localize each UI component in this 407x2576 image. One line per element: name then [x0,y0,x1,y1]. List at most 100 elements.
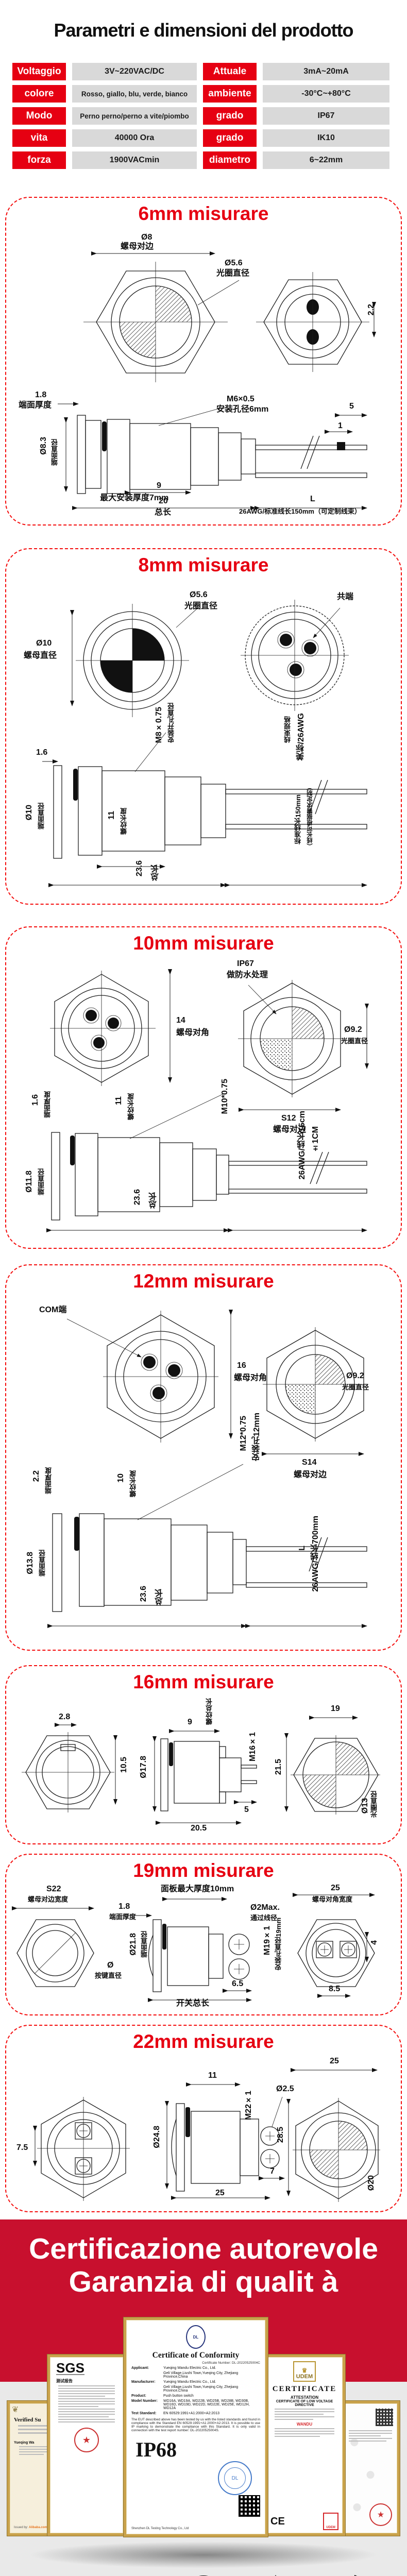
dim-label: 端面直径 [39,1550,46,1577]
dim-label: 总长 [155,508,172,517]
dim-label: 1.6 [31,1094,40,1106]
dim-label: Ø11.8 [25,1171,33,1193]
dim-label: Ø24.8 [152,2126,161,2148]
dim-label: 螺纹长度 [120,808,128,835]
dim-label: Ø17.8 [139,1756,148,1778]
dim-label: 28.5 [276,2127,285,2143]
param-label: ambiente [203,85,257,103]
dim-label: Ø9.2 [344,1025,362,1034]
param-value: Rosso, giallo, blu, verde, bianco [72,85,197,103]
dim-label: Ø8.3 [39,437,48,455]
dim-label: 26AWG/线长15cm [298,1111,307,1180]
dim-label: 螺母对角 [176,1028,210,1037]
dim-label: 光圈直径 [184,602,218,611]
dim-label: 26AWG/标准线长150mm（可定制线束） [239,507,361,515]
dim-label: ±1CM [311,1126,320,1153]
param-value: 40000 Ora [72,129,197,147]
dim-label: Ø [107,1961,114,1970]
param-value: IK10 [263,129,389,147]
dim-label: 11 [114,1096,123,1105]
dim-label: M12*0.75 [239,1416,248,1451]
param-label: grado [203,107,257,125]
dim-label: 开关总长 [176,1999,210,2008]
dim-label: 1.6 [36,748,48,757]
param-value: -30°C~+80°C [263,85,389,103]
section-16mm: 16mm misurare 2.8 [5,1665,402,1844]
param-label: diametro [203,151,257,169]
dim-label: 螺母对边 [121,242,154,251]
section-10mm: 10mm misurare [5,926,402,1249]
report-title: 测试报告 [56,2379,73,2384]
dim-label: 总长 [149,1192,158,1209]
dim-label: M19×1 [263,1926,272,1956]
dim-label: Ø8 [141,233,152,242]
certificates-shadow [28,2541,379,2568]
certificate-udem: ♛ UDEM CERTIFICATE ATTESTATION CERTIFICA… [264,2354,345,2536]
dim-label: 光圈直径 [341,1037,368,1045]
banner-line2: Garanzia di qualit à [69,2265,338,2298]
qr-code-icon [376,2409,393,2426]
dim-label: 端面直径 [38,1168,45,1195]
drawing-22mm: 11 Ø2.5 25 7.5 Ø24.8 M22×1 28.5 Ø20 25 7 [6,2055,401,2205]
dim-label: S12 [281,1114,296,1123]
dim-label: Ø5.6 [190,590,208,599]
dim-label: 1 [338,421,343,430]
dim-label: 9 [157,481,161,490]
param-label: Voltaggio [12,63,66,80]
param-label: forza [12,151,66,169]
certificates-collage: ❦ Verified Su Yueqing Wa Issued by: Alib… [0,2317,407,2544]
dim-label: 25 [215,2189,225,2197]
dim-label: Ø13 [361,1798,369,1814]
param-value: 1900VACmin [72,151,197,169]
dim-label: COM端 [39,1306,67,1314]
section-title: 6mm misurare [138,203,269,224]
param-value: IP67 [263,107,389,125]
certificate-title: Verified Su [14,2417,41,2423]
certificate-body: The EUT described above has been tested … [131,2418,260,2432]
drawing-8mm: Ø5.6 光圈直径 Ø10 螺母直径 共端 1.6 M8×0.75 安装开孔直径… [6,578,401,897]
dim-label: Ø2.5 [276,2084,294,2093]
dim-label: L [298,1546,307,1551]
dim-label: 11 [107,811,116,820]
certificate-subtitle2: CERTIFICATE OF LOW VOLTAGE DIRECTIVE [276,2400,333,2407]
dim-label: Ø9.2 [346,1371,364,1380]
dim-label: 26AWG/线长700mm [311,1516,320,1592]
dim-label: Ø13.8 [26,1552,35,1574]
tuv-rheinland-logo-icon: TÜV Rheinland [244,2575,307,2576]
section-22mm: 22mm misurare [5,2025,402,2212]
param-label: vita [12,129,66,147]
dim-label: 螺纹总长 [206,1698,213,1725]
dim-label: 螺母对边 [273,1125,307,1134]
ornament-icon: ❦ [12,2405,19,2414]
dim-label: 做防水处理 [227,971,268,979]
certificate-company: Shenzhen DL Testing Technology Co., Ltd [131,2527,189,2530]
dim-label: 端面厚度 [19,401,52,410]
dim-label: 25 [330,2057,339,2065]
cad-drawing-8mm-icon [42,600,367,887]
dim-label: 5 [349,402,354,411]
dim-label: 9 [188,1718,192,1726]
red-star-seal-icon: ★ [369,2503,392,2526]
certificate-sgs: SGS 测试报告 ★ [47,2354,126,2536]
dim-label: 光圈直径 [216,269,250,278]
certificate-right: ★ [341,2401,400,2536]
dim-label: 面板最大厚度10mm [161,1885,234,1893]
dim-label: 端面厚度 [45,1467,53,1494]
dim-label: 2.2 [367,304,376,316]
bottom-section: Certificazione autorevole Garanzia di qu… [0,2219,407,2576]
dim-label: 端面直径 [141,1931,148,1958]
dim-label: 按键直径 [95,1972,122,1979]
dim-label: 2.2 [32,1470,41,1482]
qr-code-icon [239,2495,260,2517]
cad-drawing-16mm-icon [22,1716,380,1825]
dim-label: M10*0.75 [221,1079,229,1114]
dl-badge-icon: DL [186,2325,206,2349]
dim-label: 21.5 [274,1759,283,1775]
udem-logo-icon: ♛ UDEM [293,2361,316,2382]
section-title: 10mm misurare [133,933,274,954]
dim-label: M16×1 [248,1732,257,1762]
dim-label: M6×0.5 [227,395,255,403]
certificate-title: Certificate of Conformity [152,2351,240,2360]
certificate-holder: Yueqing Wa [14,2441,35,2445]
dim-label: 16 [237,1361,246,1370]
